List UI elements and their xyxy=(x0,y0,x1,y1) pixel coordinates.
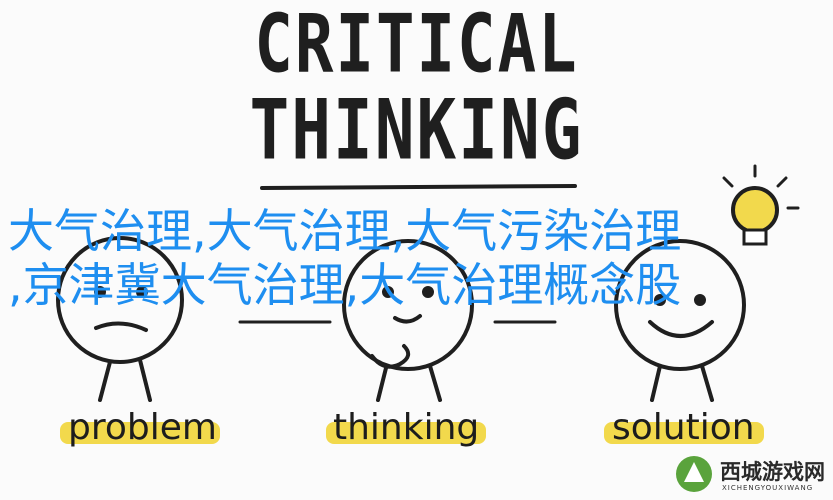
watermark-logo-icon xyxy=(676,456,712,492)
heading-thinking: THINKING xyxy=(249,82,584,179)
overlay-text-line-1: 大气治理,大气治理,大气污染治理 xyxy=(8,204,682,258)
lightbulb-icon xyxy=(722,164,800,246)
figure-solution xyxy=(614,239,746,402)
watermark-title: 西城游戏网 xyxy=(720,460,825,484)
highlight-problem xyxy=(60,422,220,444)
heading-underline xyxy=(260,184,577,190)
watermark-subtitle: XICHENGYOUXIWANG xyxy=(722,484,814,492)
highlight-solution xyxy=(604,422,764,444)
label-problem: problem xyxy=(68,407,217,448)
overlay-text-line-2: ,京津冀大气治理,大气治理概念股 xyxy=(8,258,682,312)
highlight-thinking xyxy=(326,422,486,444)
figure-problem xyxy=(56,236,184,402)
label-solution: solution xyxy=(612,407,755,448)
heading-critical: CRITICAL xyxy=(254,0,579,92)
watermark: 西城游戏网 XICHENGYOUXIWANG xyxy=(660,452,830,496)
figure-thinking xyxy=(342,239,474,402)
label-thinking: thinking xyxy=(333,407,480,448)
